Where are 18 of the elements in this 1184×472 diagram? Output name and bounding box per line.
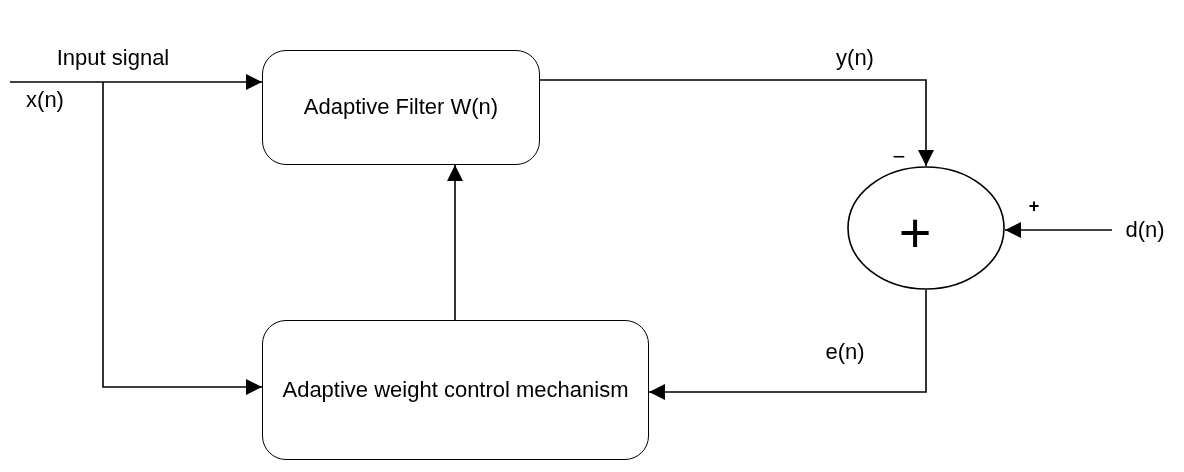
process-box	[262, 50, 540, 165]
sign-label: +	[1028, 197, 1040, 215]
summing-junction	[847, 166, 1005, 290]
arrow	[9, 74, 263, 90]
arrow	[648, 289, 927, 400]
arrow	[539, 79, 934, 167]
node-text: Adaptive Filter W(n)	[303, 93, 499, 122]
arrow	[1004, 222, 1113, 238]
plus-sign: +	[898, 205, 932, 261]
sign-label: −	[892, 146, 906, 168]
edge-label: e(n)	[823, 341, 867, 363]
signal-label: x(n)	[26, 89, 64, 111]
node-text: d(n)	[1125, 215, 1165, 244]
arrow	[447, 164, 463, 321]
arrow	[102, 81, 263, 395]
node-text: Adaptive weight control mechanism	[282, 375, 629, 404]
edge-label: y(n)	[834, 47, 876, 69]
process-box	[262, 320, 649, 460]
